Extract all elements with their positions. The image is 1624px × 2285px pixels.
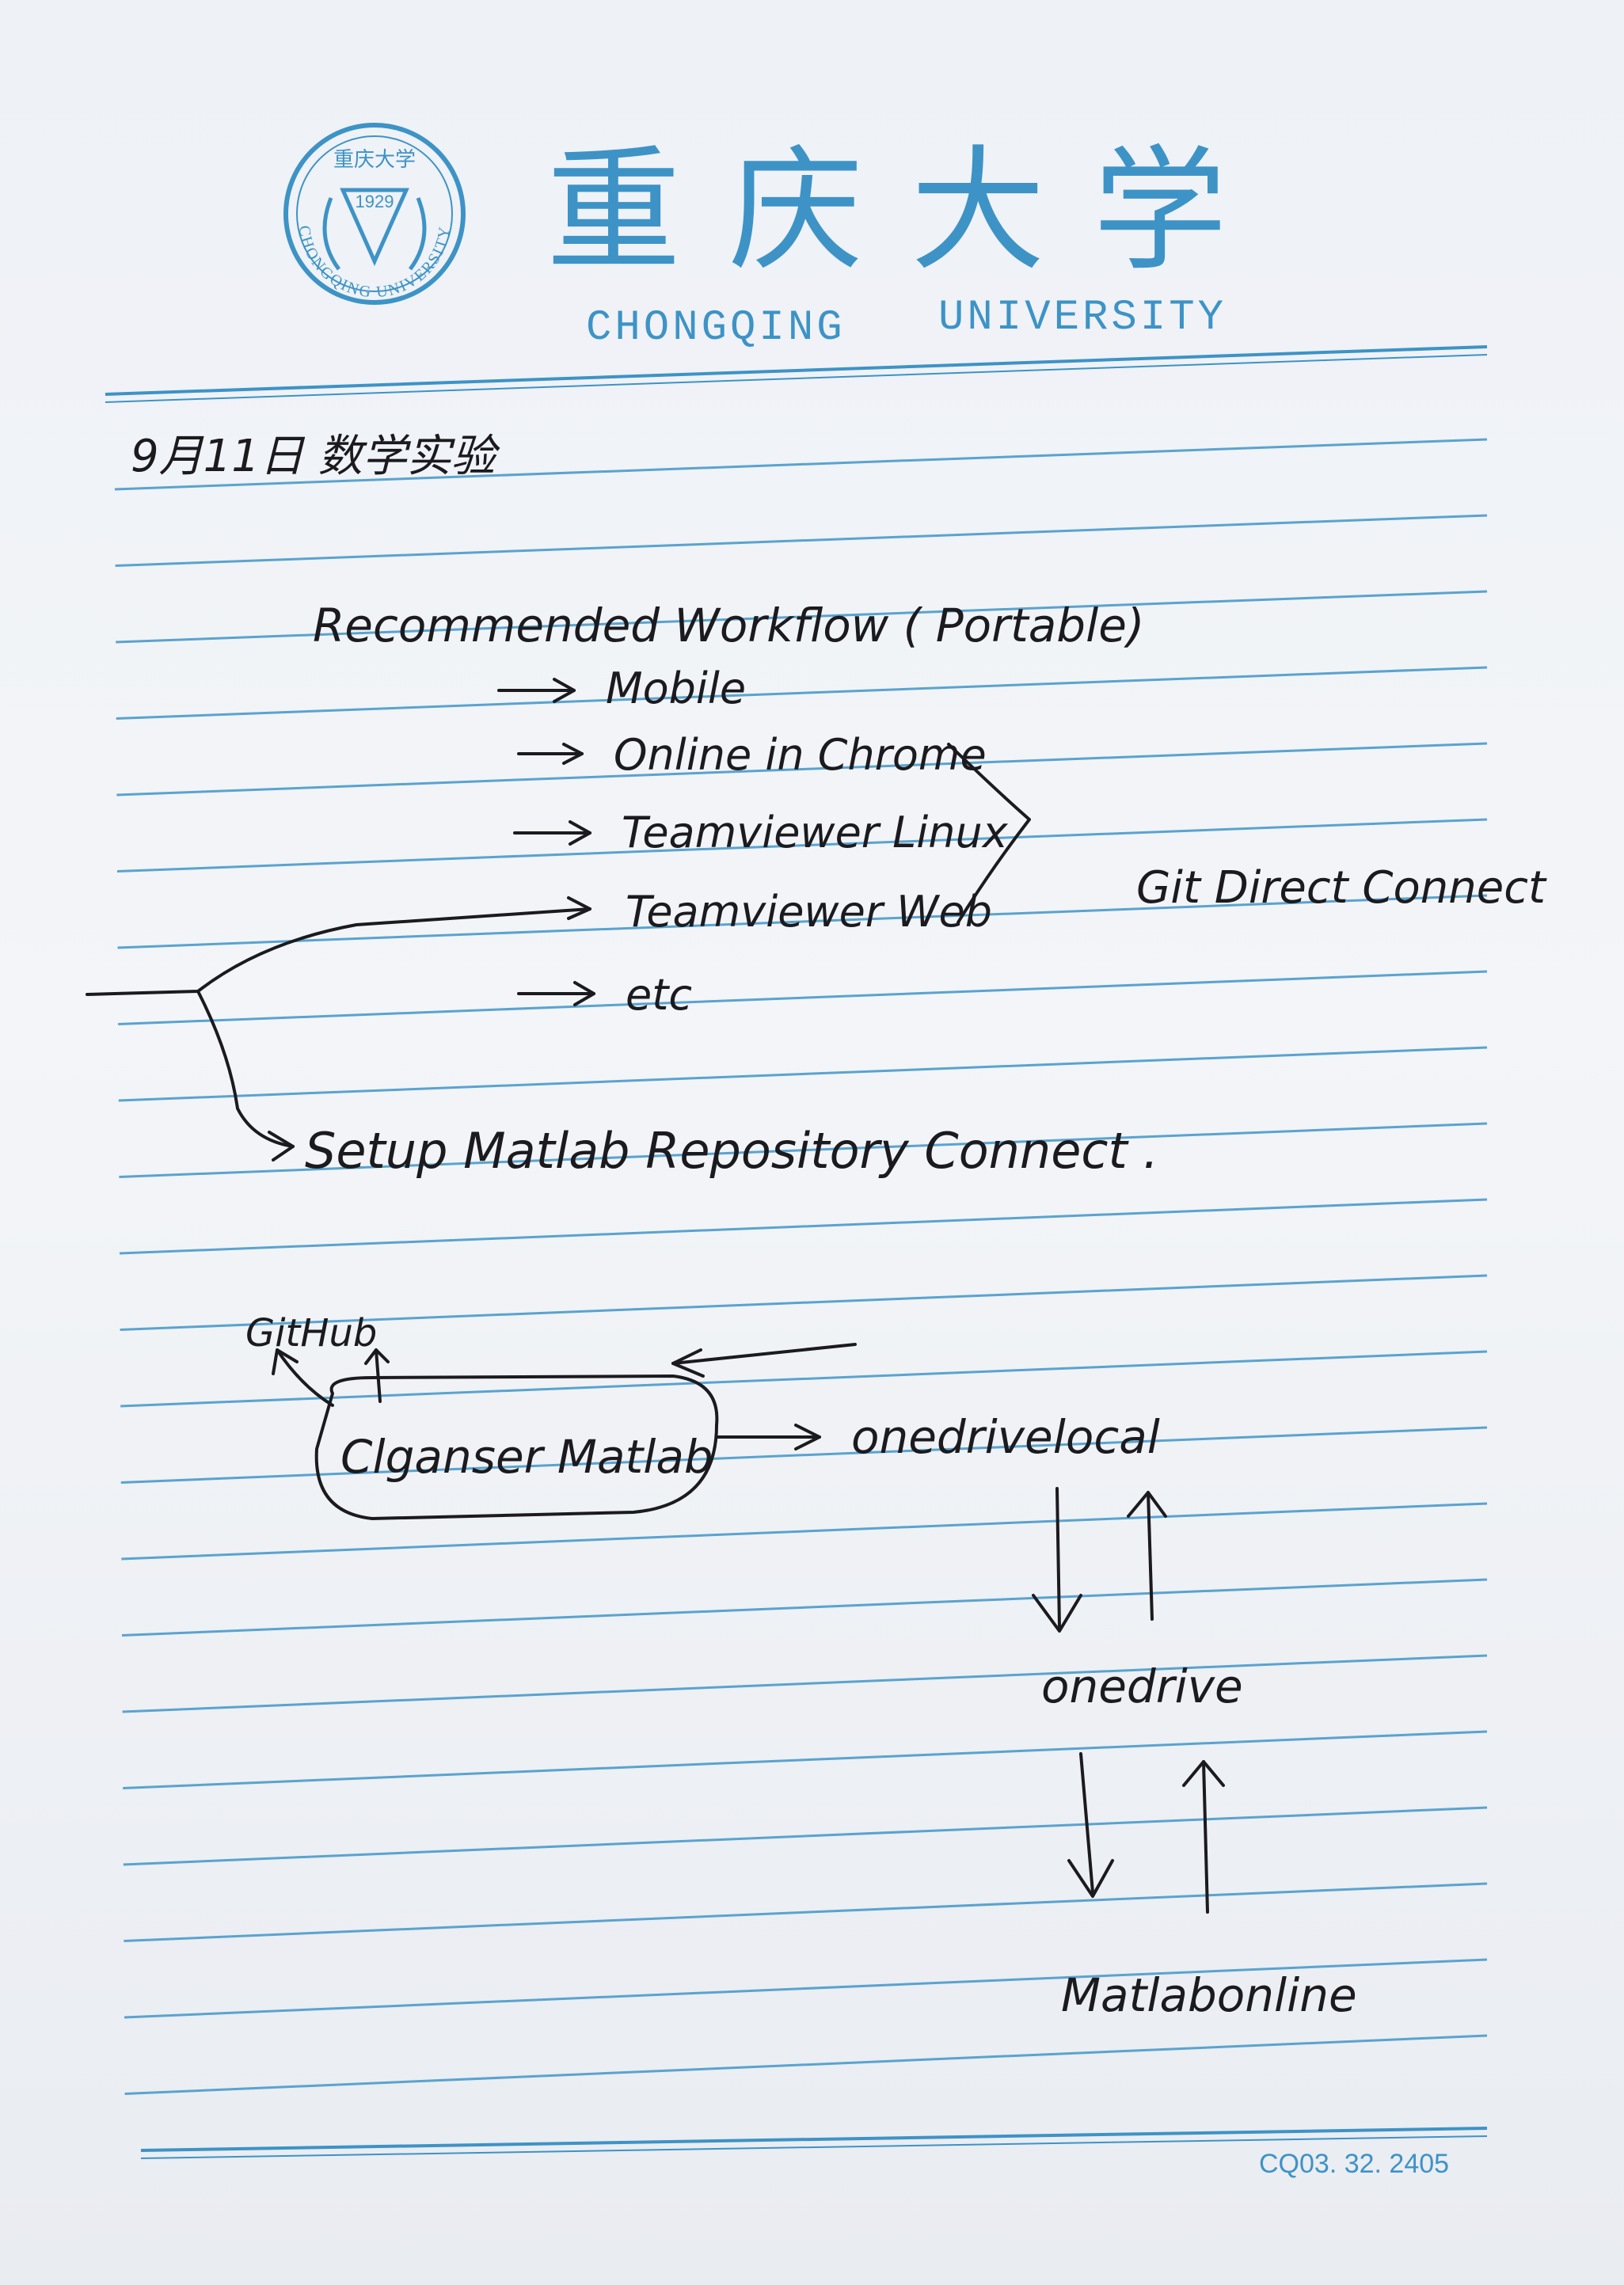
seal-year: 1929 [356,192,394,211]
ruled-line [116,742,1488,797]
ruled-line [119,1198,1488,1255]
diagram-cloud: onedrive [1041,1660,1243,1713]
arrow-down-icon [1079,1752,1094,1894]
date-line: 9月11日 数学实验 [131,431,500,482]
ruled-line [121,1578,1488,1637]
ruled-line [123,1730,1488,1789]
ruled-line [116,818,1488,873]
ruled-line [124,1958,1488,2019]
ruled-line [116,590,1488,644]
shield-icon [340,188,409,267]
arrow-right-icon [513,820,591,846]
arrow-right-icon [517,743,584,765]
workflow-item-teamviewer-web: Teamviewer Web [626,887,992,937]
university-seal: 1929 重庆大学 CHONGQING UNIVERSITY [283,123,466,305]
arrow-up-icon [375,1348,382,1403]
diagram-local: onedrivelocal [851,1410,1160,1464]
ruled-line [121,1502,1488,1561]
arrow-right-icon [567,896,591,920]
workflow-item-mobile: Mobile [606,663,746,713]
header-double-rule [105,345,1488,403]
ruled-line [123,1806,1488,1866]
footer-double-rule [140,2127,1488,2159]
ruled-line [117,894,1488,949]
ruled-lines [114,438,1488,2095]
bracket-icon [947,743,1031,924]
bracket-label: Git Direct Connect [1136,862,1547,914]
workflow-title: Recommended Workflow ( Portable) [313,599,1145,652]
ruled-line [120,1426,1488,1484]
workflow-item-online-chrome: Online in Chrome [614,730,987,780]
workflow-item-etc: etc [626,970,692,1020]
arrow-up-icon [1147,1491,1154,1621]
workflow-item-teamviewer-linux: Teamviewer Linux [622,808,1009,857]
ruled-line [118,970,1488,1025]
center-enclosure [314,1374,719,1520]
ruled-line [115,514,1488,567]
branch-line [86,907,591,996]
arrow-up-icon [1202,1760,1209,1914]
branch-line-down [196,990,295,1148]
diagram-center: Clganser Matlab [340,1430,713,1484]
university-name-cn: 重庆大学 [546,133,1275,290]
arrow-right-icon [268,1131,295,1162]
footer-code: CQ03. 32. 2405 [1259,2149,1449,2179]
ruled-line [122,1654,1488,1713]
diagram-online: Matlabonline [1061,1968,1357,2022]
ruled-line [116,666,1488,720]
ruled-line [120,1350,1488,1408]
seal-top-text: 重庆大学 [333,148,416,172]
ruled-line [118,1046,1488,1102]
arrow-right-icon [517,981,595,1006]
laurel-icon [322,197,427,271]
arrow-up-left-icon [276,1348,334,1407]
ruled-line [119,1122,1488,1178]
university-name-en-1: CHONGQING [586,304,846,352]
diagram-gitlab: GitHub [245,1311,377,1355]
arrow-left-icon [671,1343,857,1365]
ruled-line [114,438,1488,491]
arrow-down-icon [1055,1487,1061,1629]
ruled-line [124,2034,1488,2095]
ruled-line [124,1882,1488,1942]
university-name-en-2: UNIVERSITY [938,294,1227,342]
ink-strokes [86,678,1225,1914]
ruled-line [120,1274,1488,1331]
setup-line: Setup Matlab Repository Connect . [305,1122,1158,1180]
arrow-right-icon [497,678,576,703]
